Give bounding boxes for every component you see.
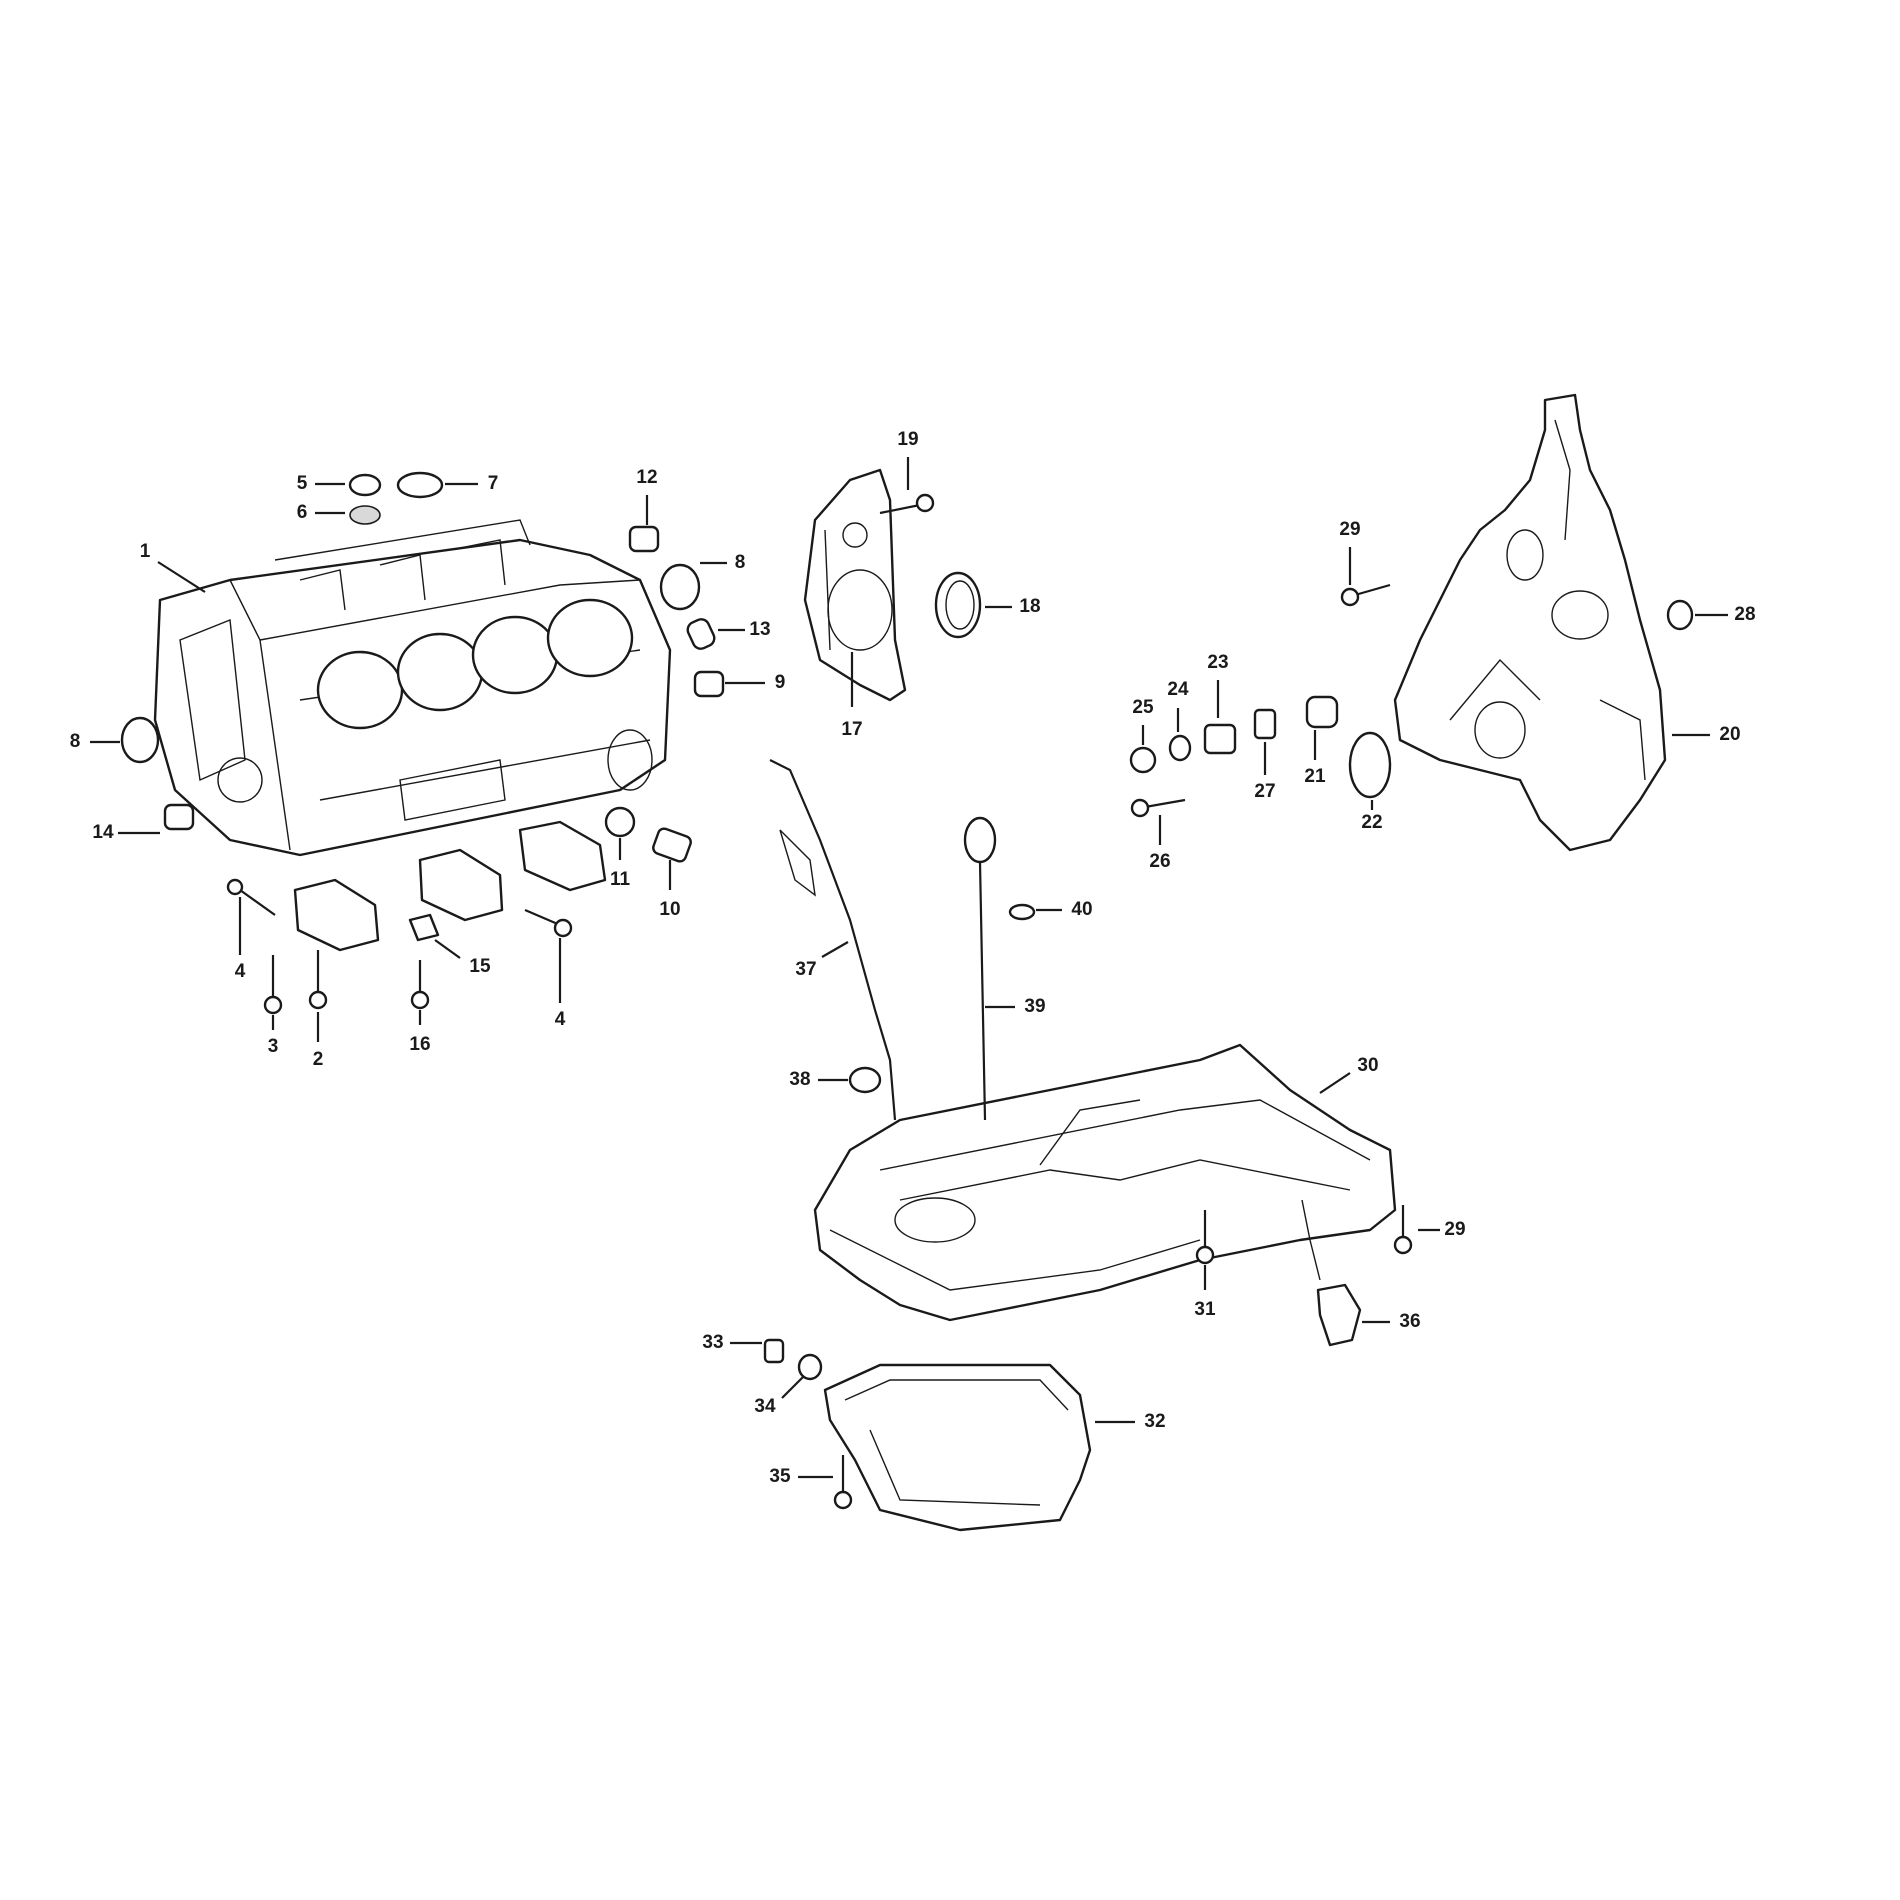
callout-26: 26 [1149,815,1171,872]
svg-text:28: 28 [1734,604,1755,625]
svg-text:36: 36 [1399,1311,1420,1332]
callout-21: 21 [1304,730,1326,787]
callout-19: 19 [897,429,919,490]
svg-text:38: 38 [789,1069,810,1090]
svg-text:11: 11 [610,869,631,890]
svg-text:4: 4 [235,961,246,982]
svg-text:18: 18 [1019,596,1040,617]
dipstick-tube [769,759,897,1121]
svg-text:26: 26 [1149,851,1170,872]
callout-9: 9 [725,672,785,693]
svg-text:12: 12 [636,467,657,488]
svg-text:10: 10 [659,899,680,920]
svg-text:40: 40 [1071,899,1092,920]
callout-23: 23 [1207,652,1229,718]
callout-27: 27 [1254,742,1276,802]
callout-35: 35 [769,1466,833,1487]
svg-text:20: 20 [1719,724,1740,745]
callout-17: 17 [841,652,863,740]
callout-12: 12 [636,467,658,525]
callout-3: 3 [268,1015,279,1057]
callout-4-right: 4 [555,938,566,1030]
callout-38: 38 [789,1069,848,1090]
svg-text:5: 5 [297,473,308,494]
svg-text:25: 25 [1132,697,1154,718]
svg-text:30: 30 [1357,1055,1378,1076]
svg-text:15: 15 [469,956,491,977]
callout-1: 1 [140,541,206,593]
svg-text:13: 13 [749,619,770,640]
cylinder-bores [316,598,634,730]
svg-text:4: 4 [555,1009,566,1030]
callout-5: 5 [297,473,345,494]
svg-text:7: 7 [488,473,499,494]
callout-29-upper: 29 [1339,519,1361,585]
svg-text:27: 27 [1254,781,1275,802]
callout-16: 16 [409,1010,431,1055]
svg-text:39: 39 [1024,996,1045,1017]
svg-text:8: 8 [70,731,81,752]
callout-14: 14 [92,822,160,843]
callout-33: 33 [702,1332,762,1353]
callout-30: 30 [1319,1055,1379,1094]
callout-15: 15 [434,939,491,977]
small-parts [120,471,1694,1510]
svg-text:29: 29 [1444,1219,1465,1240]
callout-32: 32 [1095,1411,1166,1432]
svg-text:24: 24 [1167,679,1189,700]
svg-text:29: 29 [1339,519,1360,540]
svg-text:9: 9 [775,672,786,693]
upper-oil-pan [813,1043,1397,1322]
svg-text:6: 6 [297,502,308,523]
svg-text:34: 34 [754,1396,776,1417]
callout-20: 20 [1672,724,1741,745]
svg-text:14: 14 [92,822,114,843]
callout-25: 25 [1132,697,1154,745]
lower-oil-pan [823,1363,1092,1532]
callout-29-lower: 29 [1418,1219,1466,1240]
svg-text:22: 22 [1361,812,1382,833]
callout-36: 36 [1362,1311,1421,1332]
callout-11: 11 [610,838,631,890]
svg-text:2: 2 [313,1049,324,1070]
callout-34: 34 [754,1376,804,1417]
svg-text:37: 37 [795,959,816,980]
svg-text:33: 33 [702,1332,723,1353]
callout-8-left: 8 [70,731,120,752]
svg-text:23: 23 [1207,652,1228,673]
timing-cover [803,468,907,702]
svg-text:32: 32 [1144,1411,1165,1432]
dipstick [963,816,997,1121]
svg-text:35: 35 [769,1466,791,1487]
callout-39: 39 [985,996,1046,1017]
callout-24: 24 [1167,679,1189,732]
engine-block [153,519,672,857]
callout-7: 7 [445,473,498,494]
callouts: 1 2 3 4 4 5 6 7 8 8 9 10 11 12 13 14 15 … [70,429,1756,1487]
callout-18: 18 [985,596,1041,617]
svg-text:1: 1 [140,541,151,562]
svg-text:3: 3 [268,1036,279,1057]
svg-text:8: 8 [735,552,746,573]
callout-22: 22 [1361,800,1383,833]
svg-text:16: 16 [409,1034,430,1055]
svg-text:21: 21 [1304,766,1326,787]
callout-37: 37 [795,941,849,980]
callout-13: 13 [718,619,771,640]
svg-text:31: 31 [1194,1299,1216,1320]
callout-4-left: 4 [235,897,246,982]
callout-2: 2 [313,1012,324,1070]
callout-40: 40 [1036,899,1093,920]
callout-31: 31 [1194,1265,1216,1320]
callout-10: 10 [659,860,681,920]
callout-6: 6 [297,502,345,523]
callout-28: 28 [1695,604,1756,625]
svg-text:17: 17 [841,719,862,740]
callout-8-right: 8 [700,552,745,573]
svg-text:19: 19 [897,429,918,450]
front-cover [1393,393,1667,852]
